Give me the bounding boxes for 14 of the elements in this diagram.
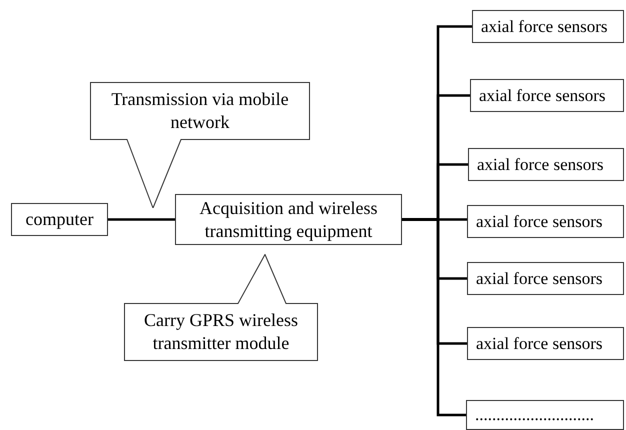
connector-line (402, 218, 466, 416)
sensor-box: axial force sensors (467, 262, 624, 295)
sensor-box: axial force sensors (472, 10, 624, 43)
sensor-box: axial force sensors (470, 79, 624, 112)
callout-text: Transmission via mobile network (110, 88, 290, 134)
process-box: computer (11, 203, 108, 236)
sensor-box: axial force sensors (467, 327, 624, 360)
process-box: Acquisition and wireless transmitting equipment (175, 194, 402, 245)
sensor-box: axial force sensors (467, 205, 624, 238)
callout-text: Carry GPRS wireless transmitter module (143, 308, 299, 355)
connector-line (108, 218, 175, 221)
sensor-box: axial force sensors (468, 148, 624, 181)
sensor-box: ............................ (466, 400, 624, 430)
callout-box (124, 254, 318, 361)
